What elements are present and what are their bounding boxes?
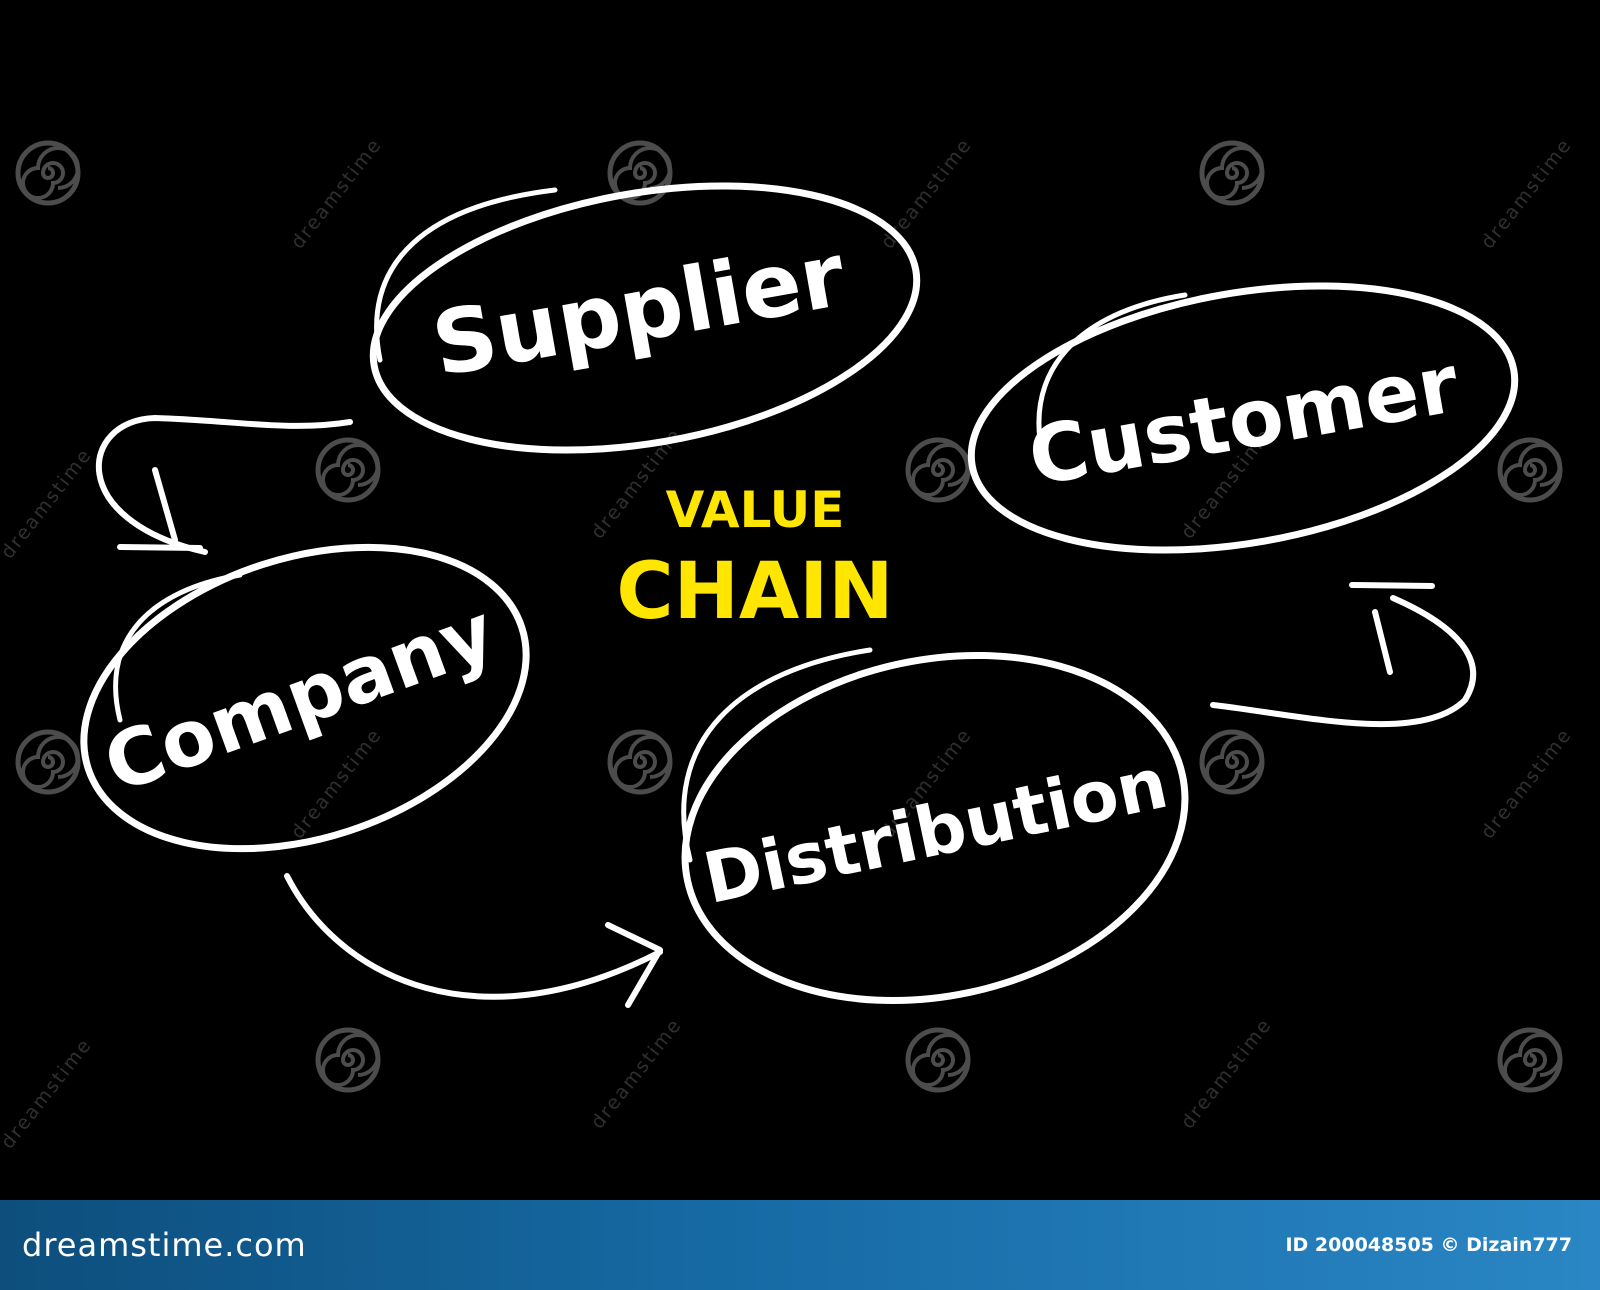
customer-ellipse xyxy=(967,282,1519,554)
watermark-text: dreamstime xyxy=(587,1014,687,1133)
customer-node: Customer xyxy=(967,282,1519,554)
watermark-text: dreamstime xyxy=(0,444,97,563)
watermark-spiral-icon xyxy=(318,1030,378,1090)
supplier-ellipse xyxy=(369,182,921,454)
watermark-spiral-icon xyxy=(18,732,78,792)
distribution-ellipse xyxy=(681,651,1189,1005)
watermark-spiral-icon xyxy=(610,732,670,792)
watermark-footer: dreamstime.com ID 200048505 © Dizain777 xyxy=(0,1200,1600,1290)
supplier-sketch-stroke xyxy=(374,187,558,363)
watermark-spiral-icon xyxy=(908,1030,968,1090)
distribution-sketch-stroke xyxy=(681,647,873,863)
distribution-node: Distribution xyxy=(681,647,1189,1005)
arrow-shaft xyxy=(1210,595,1477,728)
company-node: Company xyxy=(80,543,530,853)
footer-brand-text: dreamstime.com xyxy=(22,1226,307,1264)
title-line-value: VALUE xyxy=(666,481,845,539)
arrow-shaft xyxy=(284,873,663,1000)
watermark-text: dreamstime xyxy=(287,134,387,253)
watermark-text: dreamstime xyxy=(1177,1014,1277,1133)
watermark-spiral-icon xyxy=(18,143,78,203)
watermark-spiral-icon xyxy=(1500,1030,1560,1090)
arrow-distribution-to-customer xyxy=(1210,582,1477,728)
supplier-node: Supplier xyxy=(369,182,921,454)
company-sketch-stroke xyxy=(113,572,243,723)
arrow-head-icon xyxy=(117,467,203,551)
arrow-supplier-to-company xyxy=(95,415,353,555)
watermark-text: dreamstime xyxy=(1477,134,1577,253)
customer-sketch-stroke xyxy=(1036,292,1188,443)
company-ellipse xyxy=(80,543,530,853)
flow-arrows xyxy=(95,415,1477,1008)
watermark-spiral-icon xyxy=(908,440,968,500)
arrow-company-to-distribution xyxy=(284,873,663,1008)
watermark-spiral-icon xyxy=(318,440,378,500)
watermark-spiral-icon xyxy=(1202,143,1262,203)
arrow-shaft xyxy=(95,415,353,555)
arrow-head-icon xyxy=(605,922,663,1008)
watermark-spiral-icon xyxy=(1202,732,1262,792)
supplier-label: Supplier xyxy=(425,223,853,397)
center-title: VALUE CHAIN xyxy=(616,481,893,637)
title-line-chain: CHAIN xyxy=(616,547,893,637)
watermark-spiral-icon xyxy=(1500,440,1560,500)
arrow-head-icon xyxy=(1349,582,1435,675)
watermark-text: dreamstime xyxy=(0,1034,97,1153)
value-chain-diagram: dreamstime dreamstime dreamstime dreamst… xyxy=(0,134,1577,1153)
watermark-text: dreamstime xyxy=(1477,724,1577,843)
footer-image-id: ID 200048505 © Dizain777 xyxy=(1285,1234,1572,1256)
